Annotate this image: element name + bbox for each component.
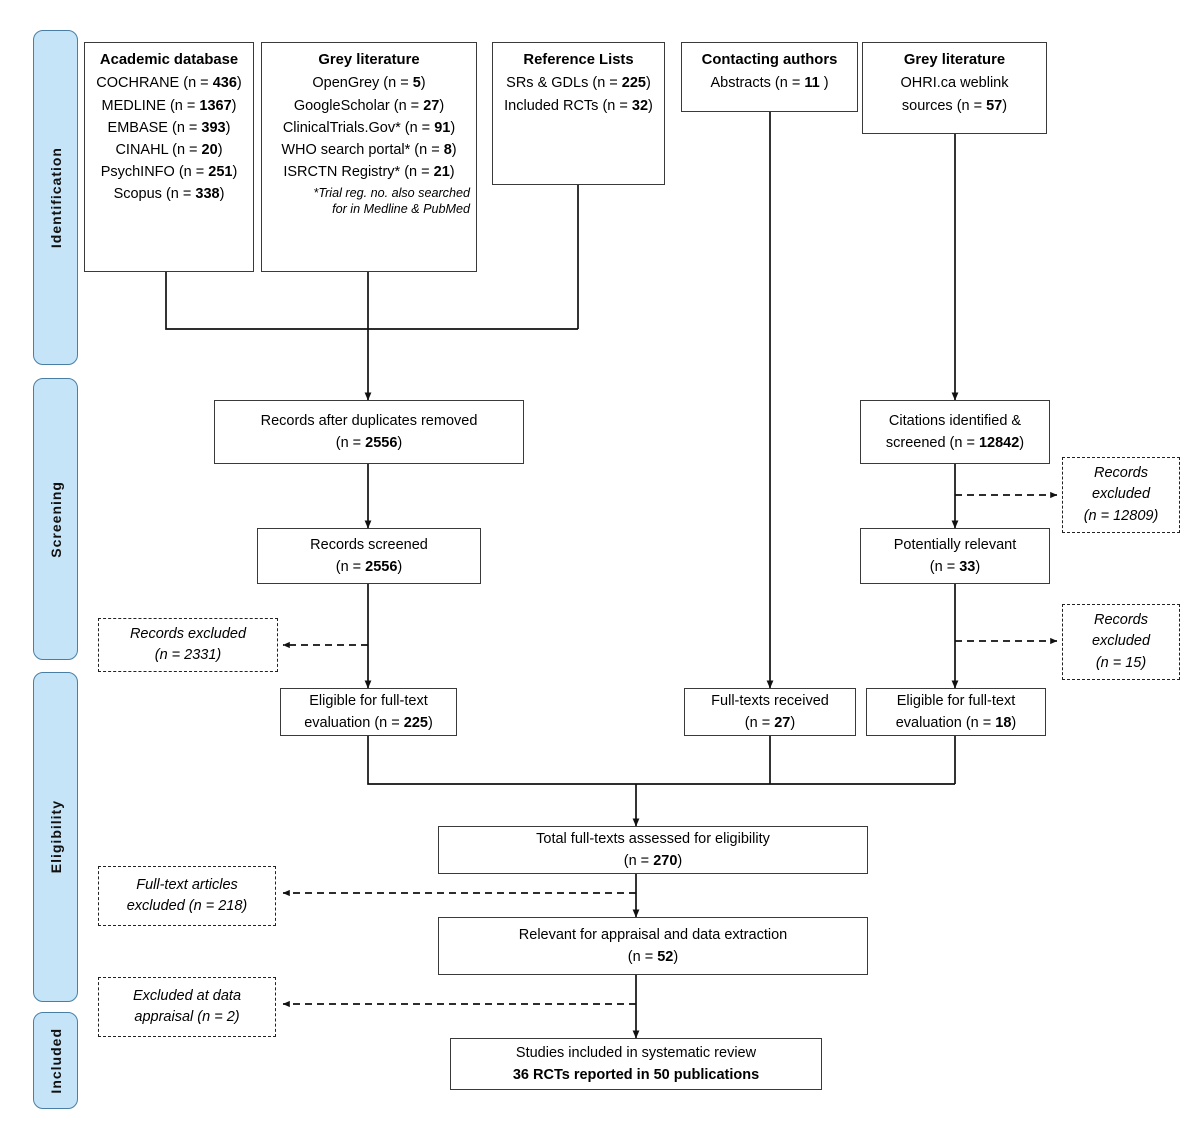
- duplicates-removed-line1: Records after duplicates removed: [260, 412, 478, 429]
- box-contacting-authors: Contacting authors Abstracts (n = 11 ): [681, 42, 858, 112]
- stage-label-included: Included: [33, 1012, 78, 1109]
- eligible-fulltext-18-line1: Eligible for full-text: [896, 692, 1016, 709]
- box-relevant-for-appraisal: Relevant for appraisal and data extracti…: [438, 917, 868, 975]
- box-eligible-fulltext-225: Eligible for full-text evaluation (n = 2…: [280, 688, 457, 736]
- stage-label-identification-text: Identification: [47, 146, 64, 249]
- records-excluded-15-line1: Records: [1094, 612, 1148, 629]
- academic-database-header: Academic database: [99, 52, 239, 68]
- box-eligible-fulltext-18: Eligible for full-text evaluation (n = 1…: [866, 688, 1046, 736]
- grey-literature-row: ISRCTN Registry* (n = 21): [283, 163, 455, 180]
- grey-literature-weblink-header: Grey literature: [903, 52, 1006, 68]
- relevant-appraisal-line2: (n = 52): [627, 949, 679, 965]
- academic-database-row: PsychINFO (n = 251): [100, 163, 238, 180]
- stage-label-eligibility-text: Eligibility: [47, 800, 64, 874]
- grey-literature-weblink-line1: OHRI.ca weblink: [900, 75, 1009, 92]
- citations-identified-line2: screened (n = 12842): [885, 435, 1025, 451]
- academic-database-row: MEDLINE (n = 1367): [101, 97, 237, 114]
- records-excluded-left-line1: Records excluded: [129, 625, 247, 642]
- grey-literature-weblink-line2: sources (n = 57): [901, 97, 1008, 114]
- total-assessed-line2: (n = 270): [623, 853, 683, 869]
- records-screened-line2: (n = 2556): [335, 559, 403, 575]
- records-excluded-12809-line2: excluded: [1091, 486, 1151, 503]
- box-records-excluded-12809: Records excluded (n = 12809): [1062, 457, 1180, 533]
- academic-database-row: CINAHL (n = 20): [115, 141, 223, 158]
- box-studies-included: Studies included in systematic review 36…: [450, 1038, 822, 1090]
- relevant-appraisal-line1: Relevant for appraisal and data extracti…: [518, 926, 788, 943]
- grey-literature-footnote-line2: for in Medline & PubMed: [332, 202, 470, 216]
- records-excluded-15-line3: (n = 15): [1095, 654, 1147, 671]
- box-records-screened: Records screened (n = 2556): [257, 528, 481, 584]
- box-reference-lists: Reference Lists SRs & GDLs (n = 225) Inc…: [492, 42, 665, 185]
- box-grey-literature-weblink: Grey literature OHRI.ca weblink sources …: [862, 42, 1047, 134]
- academic-database-row: EMBASE (n = 393): [107, 119, 231, 136]
- fulltexts-received-line1: Full-texts received: [711, 692, 829, 709]
- eligible-fulltext-225-line1: Eligible for full-text: [309, 692, 428, 709]
- stage-label-identification: Identification: [33, 30, 78, 365]
- records-excluded-15-line2: excluded: [1091, 633, 1151, 650]
- potentially-relevant-line2: (n = 33): [929, 559, 981, 575]
- contacting-authors-header: Contacting authors: [701, 52, 838, 68]
- box-total-fulltexts-assessed: Total full-texts assessed for eligibilit…: [438, 826, 868, 874]
- fulltext-excluded-line1: Full-text articles: [136, 876, 238, 893]
- studies-included-line2: 36 RCTs reported in 50 publications: [512, 1067, 760, 1083]
- grey-literature-row: ClinicalTrials.Gov* (n = 91): [282, 119, 456, 136]
- box-academic-database: Academic database COCHRANE (n = 436) MED…: [84, 42, 254, 272]
- box-citations-identified-screened: Citations identified & screened (n = 128…: [860, 400, 1050, 464]
- academic-database-row: Scopus (n = 338): [113, 185, 225, 202]
- eligible-fulltext-18-line2: evaluation (n = 18): [895, 715, 1017, 731]
- box-excluded-at-data-appraisal: Excluded at data appraisal (n = 2): [98, 977, 276, 1037]
- citations-identified-line1: Citations identified &: [888, 412, 1022, 429]
- box-records-excluded-15: Records excluded (n = 15): [1062, 604, 1180, 680]
- grey-literature-row: OpenGrey (n = 5): [312, 75, 426, 92]
- stage-label-included-text: Included: [47, 1027, 64, 1094]
- records-excluded-12809-line3: (n = 12809): [1083, 507, 1159, 524]
- excluded-appraisal-line1: Excluded at data: [132, 987, 242, 1004]
- stage-label-screening-text: Screening: [47, 480, 64, 558]
- potentially-relevant-line1: Potentially relevant: [893, 536, 1017, 553]
- grey-literature-row: GoogleScholar (n = 27): [293, 97, 445, 114]
- grey-literature-header: Grey literature: [318, 52, 420, 68]
- grey-literature-footnote-line1: *Trial reg. no. also searched: [313, 185, 470, 200]
- box-fulltexts-received: Full-texts received (n = 27): [684, 688, 856, 736]
- records-excluded-12809-line1: Records: [1094, 465, 1148, 482]
- academic-database-row: COCHRANE (n = 436): [96, 75, 242, 92]
- fulltexts-received-line2: (n = 27): [744, 715, 796, 731]
- fulltext-excluded-line2: excluded (n = 218): [126, 898, 248, 914]
- box-records-excluded-left: Records excluded (n = 2331): [98, 618, 278, 672]
- box-grey-literature-sources: Grey literature OpenGrey (n = 5) GoogleS…: [261, 42, 477, 272]
- excluded-appraisal-line2: appraisal (n = 2): [134, 1009, 240, 1025]
- box-fulltext-articles-excluded: Full-text articles excluded (n = 218): [98, 866, 276, 926]
- records-screened-line1: Records screened: [310, 536, 428, 553]
- reference-lists-row: Included RCTs (n = 32): [504, 97, 653, 114]
- records-excluded-left-line2: (n = 2331): [154, 647, 222, 663]
- stage-label-screening: Screening: [33, 378, 78, 660]
- reference-lists-header: Reference Lists: [523, 52, 634, 68]
- duplicates-removed-line2: (n = 2556): [335, 435, 403, 451]
- stage-label-eligibility: Eligibility: [33, 672, 78, 1002]
- total-assessed-line1: Total full-texts assessed for eligibilit…: [536, 830, 770, 847]
- eligible-fulltext-225-line2: evaluation (n = 225): [304, 715, 433, 731]
- grey-literature-row: WHO search portal* (n = 8): [281, 141, 457, 158]
- box-potentially-relevant: Potentially relevant (n = 33): [860, 528, 1050, 584]
- contacting-authors-row: Abstracts (n = 11 ): [710, 75, 829, 92]
- box-records-after-duplicates-removed: Records after duplicates removed (n = 25…: [214, 400, 524, 464]
- reference-lists-row: SRs & GDLs (n = 225): [506, 75, 651, 92]
- studies-included-line1: Studies included in systematic review: [515, 1044, 757, 1061]
